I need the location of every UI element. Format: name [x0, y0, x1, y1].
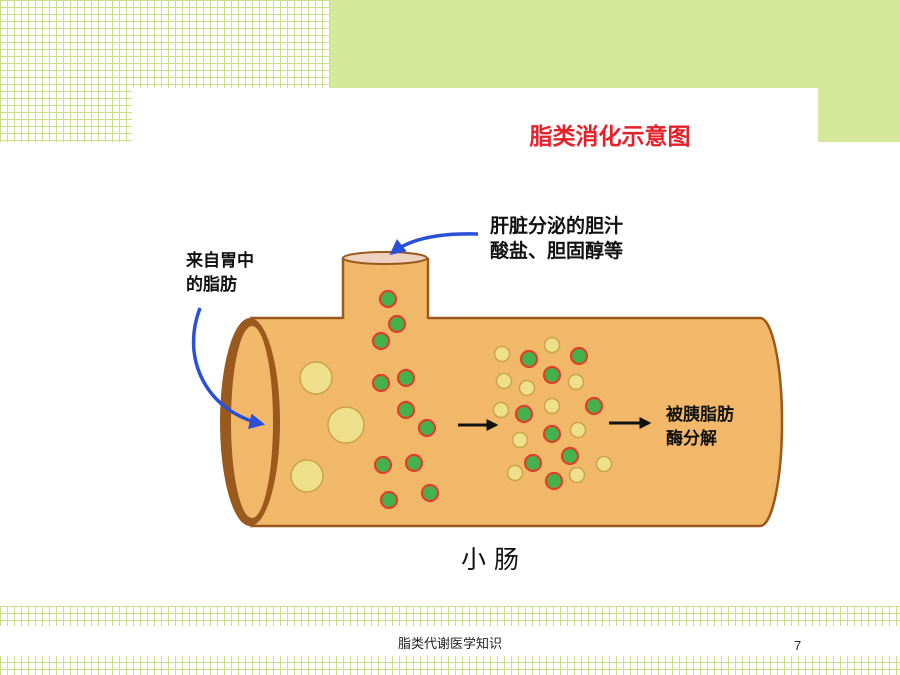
bile-particle	[420, 483, 440, 503]
label-small-intestine: 小 肠	[461, 545, 519, 574]
label-stomach-fat-line1: 来自胃中	[185, 250, 254, 271]
page-number: 7	[794, 638, 802, 653]
mixed-bile-particles	[514, 346, 604, 491]
fat-droplet	[495, 372, 513, 390]
fat-droplet	[568, 466, 586, 484]
fat-droplet	[567, 373, 585, 391]
fat-droplet	[595, 455, 613, 473]
bile-particle	[396, 368, 416, 388]
bile-particle	[560, 446, 580, 466]
bile-particle	[544, 471, 564, 491]
bile-particle	[514, 404, 534, 424]
bile-particle	[379, 490, 399, 510]
emulsified-fat-droplets	[492, 336, 613, 484]
fat-droplet	[543, 336, 561, 354]
bile-particle	[371, 373, 391, 393]
bile-particle	[387, 314, 407, 334]
label-stomach-fat-line2: 的脂肪	[186, 274, 237, 295]
label-pancreatic-lipase-line2: 酶分解	[666, 428, 717, 449]
bile-particle	[417, 418, 437, 438]
fat-globule	[299, 361, 333, 395]
fat-droplet	[569, 421, 587, 439]
bile-particle	[542, 365, 562, 385]
grid-pattern-top-left	[0, 0, 330, 142]
bile-particle	[371, 331, 391, 351]
fat-droplet	[511, 431, 529, 449]
curved-arrow-icon	[389, 232, 479, 255]
bile-particle	[542, 424, 562, 444]
fat-globule	[290, 459, 324, 493]
label-liver-secretions-line2: 酸盐、胆固醇等	[490, 239, 623, 262]
bile-particle	[519, 349, 539, 369]
label-pancreatic-lipase-line1: 被胰脂肪	[666, 404, 734, 425]
bile-particle	[584, 396, 604, 416]
label-liver-secretions-line1: 肝脏分泌的胆汁	[490, 214, 623, 237]
bile-duct-body	[343, 258, 428, 321]
bile-salt-particles	[371, 289, 440, 510]
bile-particle	[378, 289, 398, 309]
bile-particle	[523, 453, 543, 473]
fat-globules-large	[290, 361, 365, 493]
bile-particle	[373, 455, 393, 475]
bile-particle	[396, 400, 416, 420]
fat-droplet	[506, 464, 524, 482]
fat-droplet	[543, 397, 561, 415]
fat-globule	[327, 406, 365, 444]
bile-particle	[569, 346, 589, 366]
diagram-title: 脂类消化示意图	[530, 123, 691, 150]
fat-droplet	[492, 401, 510, 419]
footer-text: 脂类代谢医学知识	[397, 637, 502, 652]
bile-particle	[404, 453, 424, 473]
fat-droplet	[518, 379, 536, 397]
fat-droplet	[493, 345, 511, 363]
bile-duct-opening	[342, 251, 428, 265]
footer-strip	[0, 626, 900, 656]
curved-arrow-icon	[191, 307, 266, 429]
